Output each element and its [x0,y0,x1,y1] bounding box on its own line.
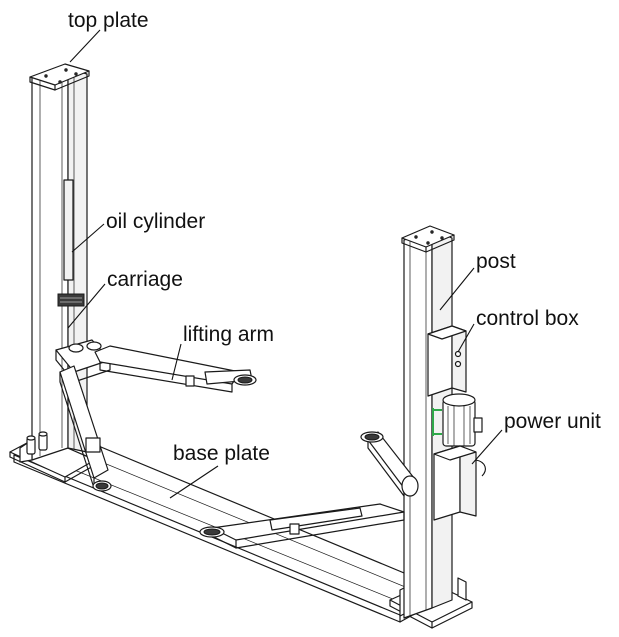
control-box [427,325,467,397]
label-post: post [476,250,516,273]
label-control-box: control box [476,307,579,330]
label-lifting-arm: lifting arm [183,323,275,346]
label-power-unit: power unit [504,410,601,433]
left-oil-cylinder [63,179,74,281]
right-rear-arm [360,431,419,497]
right-front-arm [199,503,405,549]
left-base-anchors [26,431,48,455]
left-front-arm [94,345,257,393]
leader-lines [67,29,503,499]
label-oil-cylinder: oil cylinder [106,210,206,233]
label-top-plate: top plate [68,9,149,32]
label-base-plate: base plate [173,442,270,465]
left-rear-arm [59,365,112,492]
label-carriage: carriage [107,268,183,291]
